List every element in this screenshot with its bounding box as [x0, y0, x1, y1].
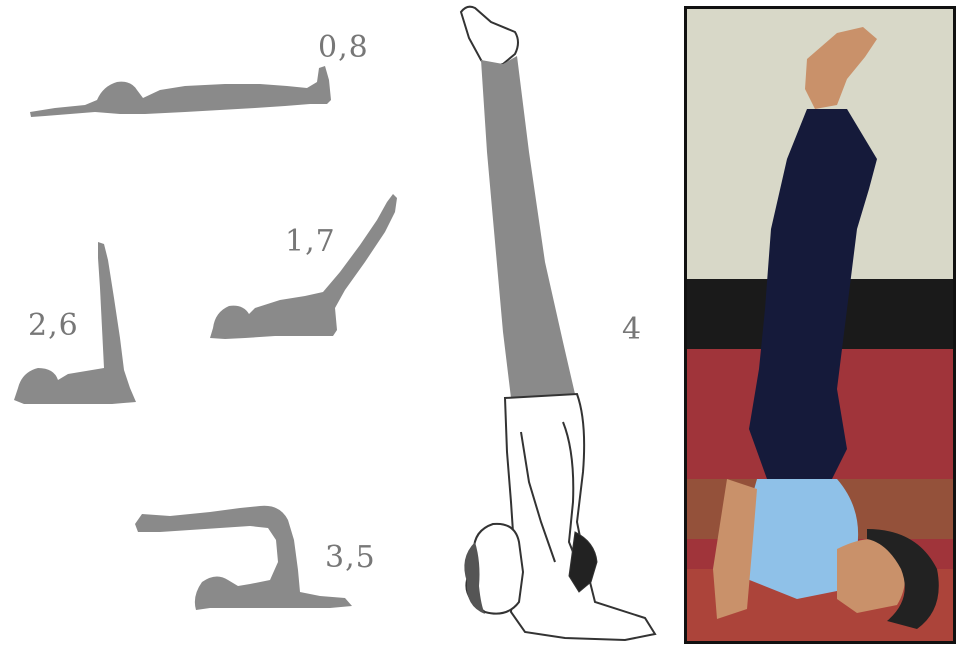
- stage-label-0-8: 0,8: [318, 30, 369, 65]
- lying-flat-silhouette-icon: [25, 60, 335, 130]
- stage-label-1-7: 1,7: [285, 224, 336, 259]
- legs-raised-45-silhouette-icon: [205, 190, 400, 345]
- photo-illustration: [687, 9, 953, 641]
- shoulderstand-photo: [684, 6, 956, 644]
- stage-label-3-5: 3,5: [325, 540, 376, 575]
- stage-label-2-6: 2,6: [28, 308, 79, 343]
- plough-pose-silhouette-icon: [130, 500, 355, 618]
- stage-label-4: 4: [622, 312, 642, 347]
